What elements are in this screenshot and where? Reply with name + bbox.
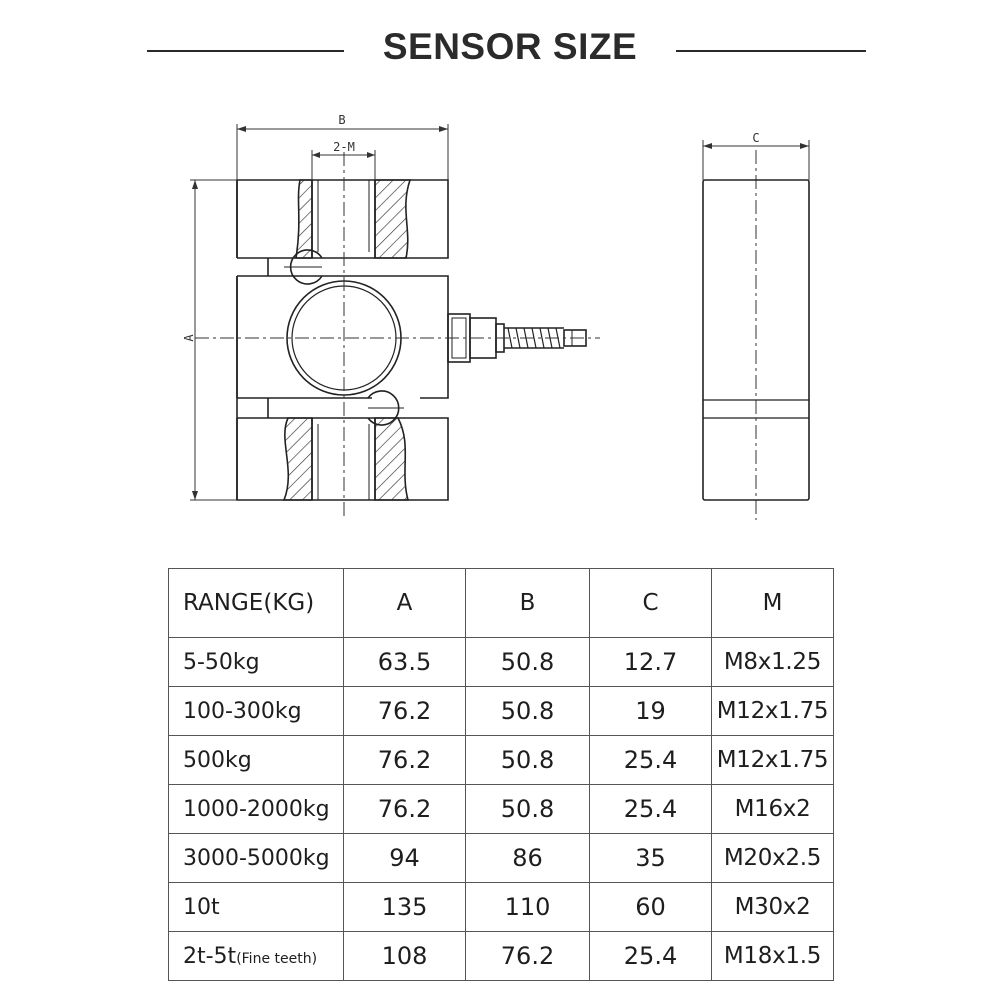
title-rule-right [676,50,866,52]
cell-a: 76.2 [343,784,466,834]
front-view [236,179,587,501]
cell-range: 5-50kg [168,637,344,687]
cell-m: M12x1.75 [711,735,834,785]
cell-m: M20x2.5 [711,833,834,883]
title-rule-left [147,50,344,52]
table-row: 1000-2000kg 76.2 50.8 25.4 M16x2 [168,784,834,834]
cell-b: 50.8 [465,784,590,834]
dimension-c [702,140,810,180]
cell-a: 76.2 [343,686,466,736]
cell-range-note: (Fine teeth) [236,950,318,967]
cell-range: 100-300kg [168,686,344,736]
side-view-body [702,179,810,501]
cell-range: 3000-5000kg [168,833,344,883]
bottom-hatch-right [374,417,410,501]
cell-m: M16x2 [711,784,834,834]
cell-m: M30x2 [711,882,834,932]
dimension-2m-label: 2-M [333,140,355,154]
dimension-b [236,124,449,180]
header-c: C [589,568,712,638]
top-hatch-right [374,179,412,259]
cell-b: 76.2 [465,931,590,981]
cell-c: 35 [589,833,712,883]
spec-table: RANGE(KG) A B C M 5-50kg 63.5 50.8 12.7 … [168,568,834,981]
cell-range: 500kg [168,735,344,785]
header-m: M [711,568,834,638]
table-row: 5-50kg 63.5 50.8 12.7 M8x1.25 [168,637,834,687]
cell-c: 19 [589,686,712,736]
cell-a: 63.5 [343,637,466,687]
dimension-2m [311,150,376,180]
side-view [702,179,810,501]
header-a: A [343,568,466,638]
table-row: 100-300kg 76.2 50.8 19 M12x1.75 [168,686,834,736]
cell-c: 25.4 [589,784,712,834]
cell-c: 25.4 [589,735,712,785]
cell-a: 135 [343,882,466,932]
front-view-outline [236,179,449,501]
cell-b: 86 [465,833,590,883]
cell-range: 2t-5t [183,943,237,969]
dimension-a [190,179,237,501]
dimension-b-label: B [338,113,345,127]
header-range: RANGE(KG) [168,568,344,638]
cell-m: M8x1.25 [711,637,834,687]
table-header-row: RANGE(KG) A B C M [168,568,834,638]
table-row: 2t-5t(Fine teeth) 108 76.2 25.4 M18x1.5 [168,931,834,981]
dimension-c-label: C [752,131,759,145]
cell-b: 50.8 [465,686,590,736]
table-row: 3000-5000kg 94 86 35 M20x2.5 [168,833,834,883]
cell-c: 25.4 [589,931,712,981]
cell-b: 50.8 [465,637,590,687]
cell-range: 1000-2000kg [168,784,344,834]
cell-a: 76.2 [343,735,466,785]
page-title: SENSOR SIZE [382,26,638,67]
bottom-hatch-left [282,417,313,501]
top-hatch-left [295,179,313,259]
cell-b: 110 [465,882,590,932]
cell-b: 50.8 [465,735,590,785]
table-row: 500kg 76.2 50.8 25.4 M12x1.75 [168,735,834,785]
cell-m: M12x1.75 [711,686,834,736]
cell-range-composite: 2t-5t(Fine teeth) [168,931,344,981]
cell-a: 108 [343,931,466,981]
sensor-drawing: B 2-M A C [182,113,810,520]
cell-a: 94 [343,833,466,883]
center-lines [195,150,757,520]
dimension-a-label: A [182,334,196,342]
table-row: 10t 135 110 60 M30x2 [168,882,834,932]
header-b: B [465,568,590,638]
cell-c: 60 [589,882,712,932]
cell-m: M18x1.5 [711,931,834,981]
cell-c: 12.7 [589,637,712,687]
cell-range: 10t [168,882,344,932]
